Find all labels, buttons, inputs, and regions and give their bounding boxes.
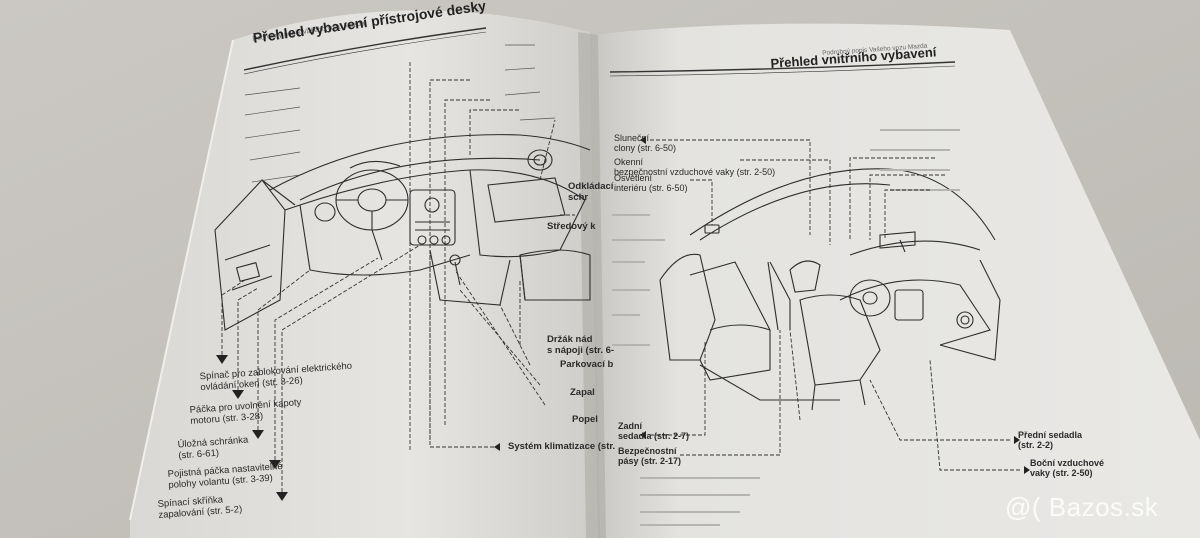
- callout-seatbelts: Bezpečnostní pásy (str. 2-17): [618, 446, 682, 467]
- right-title-rule: [609, 61, 956, 77]
- arrowheads: [216, 136, 1030, 501]
- callout-glovebox: Odkládací schr: [568, 181, 614, 203]
- callout-sun-visors: Sluneční clony (str. 6-50): [614, 133, 677, 154]
- page-edge: [129, 39, 234, 521]
- spine-shadow: [578, 32, 606, 538]
- callout-rear-seats: Zadní sedadla (str. 2-7): [618, 421, 690, 442]
- left-leader-lines: [221, 60, 575, 492]
- callout-interior-light: Osvětlení interiéru (str. 6-50): [614, 173, 688, 194]
- ghost-text-lines: [612, 129, 960, 526]
- callout-ashtray: Popel: [572, 414, 598, 425]
- left-title-rule: [243, 27, 487, 75]
- interior-drawing: [659, 168, 1001, 411]
- callout-parking-brake: Parkovací b: [560, 359, 614, 370]
- callout-cup-holder: Držák nád s nápoji (str. 6-: [547, 334, 615, 356]
- callout-side-airbags: Boční vzduchové vaky (str. 2-50): [1030, 458, 1105, 479]
- right-leader-lines: [650, 139, 1020, 471]
- callout-climate-system: Systém klimatizace (str.: [508, 441, 616, 452]
- callout-curtain-airbags: Okenní bezpečnostní vzduchové vaky (str.…: [614, 157, 776, 178]
- left-page: [130, 10, 598, 538]
- right-page: [590, 23, 1200, 538]
- left-top-callout-lines: [244, 44, 556, 183]
- callout-lighter: Zapal: [570, 387, 595, 398]
- bazos-watermark: @( Bazos.sk: [1005, 492, 1159, 522]
- callout-front-seats: Přední sedadla (str. 2-2): [1018, 430, 1083, 451]
- callout-center-console: Středový k: [547, 221, 596, 232]
